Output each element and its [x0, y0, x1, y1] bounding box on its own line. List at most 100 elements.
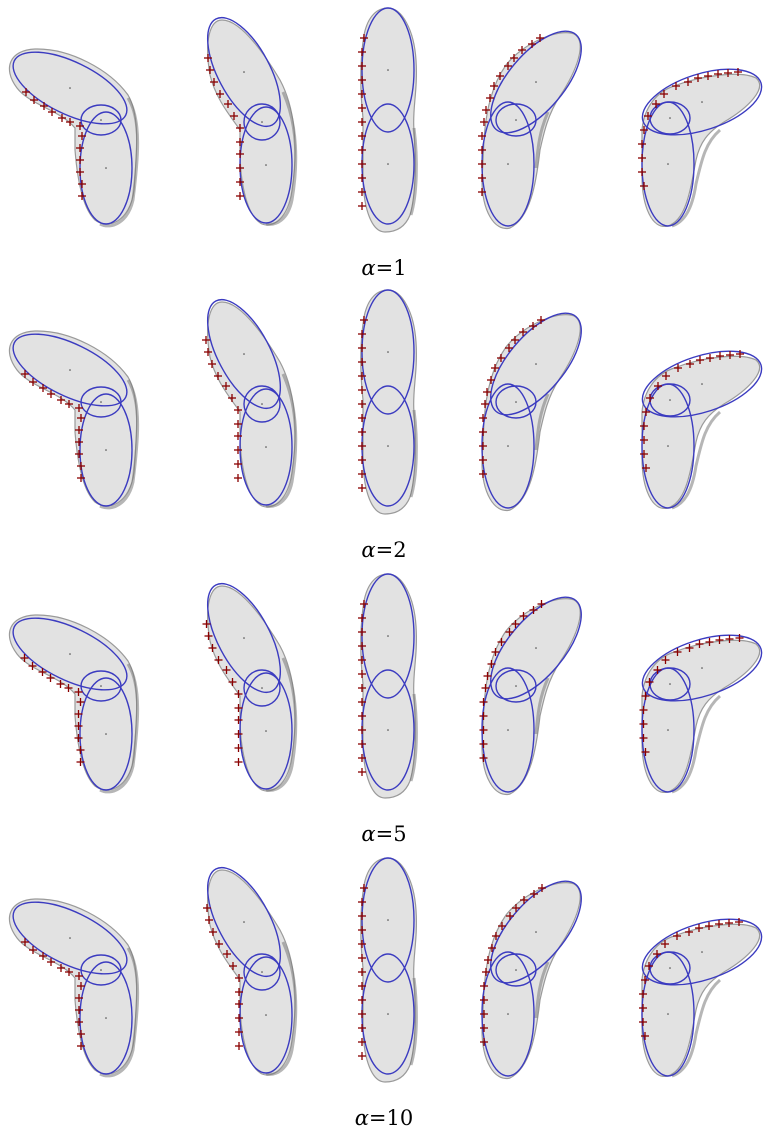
- cross-marker: [228, 394, 236, 402]
- cross-marker: [640, 450, 648, 458]
- cross-marker: [652, 100, 660, 108]
- cross-marker: [75, 972, 83, 980]
- ellipse-center: [669, 399, 671, 401]
- shape-panel: [639, 634, 763, 794]
- cross-marker: [204, 348, 212, 356]
- ellipse-center: [100, 401, 102, 403]
- shape-shadow: [265, 373, 298, 508]
- shape-silhouette: [360, 857, 417, 1083]
- cross-marker: [480, 1024, 488, 1032]
- shape-silhouette: [360, 289, 417, 515]
- cross-marker: [483, 388, 491, 396]
- marker-chain: [358, 34, 368, 210]
- shape-panel: [202, 582, 298, 792]
- alpha-value: =5: [376, 822, 407, 846]
- ellipse-part: [495, 385, 537, 419]
- cross-marker: [496, 72, 504, 80]
- cross-marker: [75, 404, 83, 412]
- ellipse-part: [490, 596, 582, 700]
- cross-marker: [222, 666, 231, 674]
- cross-marker: [480, 996, 488, 1004]
- shape-panel: [639, 918, 763, 1078]
- shape-silhouette: [360, 573, 417, 799]
- cross-marker: [358, 982, 366, 990]
- cross-marker: [235, 988, 243, 996]
- shape-panel: [8, 614, 140, 794]
- cross-marker: [76, 144, 84, 152]
- ellipse-part: [495, 669, 537, 703]
- marker-chain: [358, 316, 368, 492]
- ellipse-center: [243, 637, 245, 639]
- alpha-value: =1: [376, 256, 407, 280]
- ellipse-center: [100, 685, 102, 687]
- cross-marker: [222, 382, 230, 390]
- cross-marker: [506, 912, 514, 920]
- cross-marker: [77, 414, 85, 422]
- shape-shadow: [99, 379, 140, 510]
- ellipse-part: [243, 385, 281, 423]
- cross-marker: [74, 710, 83, 718]
- shape-panel: [8, 898, 140, 1078]
- cross-marker: [735, 918, 743, 926]
- cross-marker: [202, 620, 211, 628]
- cross-marker: [653, 666, 662, 674]
- ellipse-part: [641, 350, 763, 418]
- cross-marker: [236, 150, 244, 158]
- cross-marker: [202, 336, 210, 344]
- ellipse-center: [69, 937, 71, 939]
- alpha-symbol: α: [361, 538, 375, 562]
- alpha-label: α=2: [361, 538, 406, 562]
- ellipse-center: [243, 921, 245, 923]
- cross-marker: [479, 428, 487, 436]
- alpha-label: α=1: [361, 256, 406, 280]
- cross-marker: [638, 140, 646, 148]
- ellipse-center: [105, 449, 107, 451]
- cross-marker: [537, 316, 545, 324]
- cross-marker: [641, 1032, 649, 1040]
- cross-marker: [646, 394, 654, 402]
- cross-marker: [47, 390, 55, 398]
- ellipse-part: [239, 956, 293, 1074]
- cross-marker: [511, 336, 519, 344]
- ellipse-part: [80, 386, 122, 418]
- cross-marker: [487, 376, 495, 384]
- shape-panel: [479, 312, 582, 511]
- marker-chain: [204, 54, 244, 200]
- ellipse-center: [265, 730, 267, 732]
- cross-marker: [358, 386, 366, 394]
- cross-marker: [479, 698, 488, 706]
- cross-marker: [358, 484, 366, 492]
- cross-marker: [360, 600, 368, 608]
- cross-marker: [358, 202, 366, 210]
- marker-chain: [638, 68, 742, 190]
- ellipse-center: [100, 119, 102, 121]
- cross-marker: [358, 400, 366, 408]
- cross-marker: [74, 734, 83, 742]
- cross-marker: [74, 688, 83, 696]
- row-1: α=1: [8, 7, 763, 280]
- cross-marker: [519, 328, 527, 336]
- ellipse-part: [206, 866, 282, 978]
- ellipse-center: [265, 1014, 267, 1016]
- cross-marker: [206, 66, 214, 74]
- cross-marker: [653, 950, 661, 958]
- cross-marker: [479, 754, 488, 762]
- cross-marker: [358, 146, 366, 154]
- cross-marker: [640, 422, 648, 430]
- cross-marker: [358, 160, 366, 168]
- cross-marker: [360, 884, 368, 892]
- cross-marker: [536, 34, 544, 42]
- shape-panel: [358, 7, 418, 233]
- cross-marker: [360, 316, 368, 324]
- cross-marker: [491, 364, 499, 372]
- ellipse-center: [701, 951, 703, 953]
- cross-marker: [358, 656, 366, 664]
- ellipse-center: [387, 729, 389, 731]
- ellipse-center: [515, 969, 517, 971]
- cross-marker: [358, 358, 366, 366]
- shape-shadow: [671, 410, 722, 510]
- ellipse-part: [80, 954, 122, 986]
- shape-silhouette: [641, 73, 761, 227]
- shape-shadow: [409, 977, 418, 1066]
- ellipse-center: [515, 685, 517, 687]
